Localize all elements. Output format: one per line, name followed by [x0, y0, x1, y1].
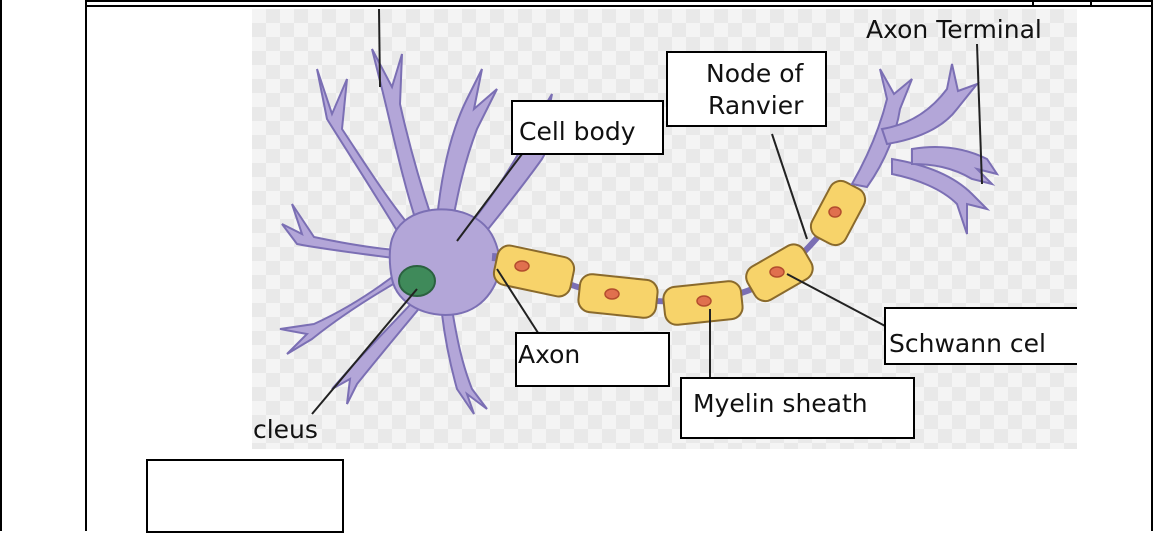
axon-terminal-label: Axon Terminal [866, 17, 1042, 42]
table-left-border [0, 0, 2, 531]
nucleus-shape [399, 266, 435, 296]
cell-body-label: Cell body [519, 119, 636, 144]
nucleus-label: ıcleus [252, 417, 318, 442]
answer-box[interactable] [146, 459, 344, 533]
myelin-segments [492, 177, 870, 326]
neuron-diagram: Axon Terminal Node of Ranvier Cell body … [252, 9, 1077, 449]
table-top-border [85, 0, 1153, 2]
table-cell-divider [1090, 0, 1092, 7]
schwann-cell-label: Schwann cel [889, 331, 1046, 356]
node-of-ranvier-label-line1: Node of [706, 61, 803, 86]
axon-terminals [852, 64, 997, 234]
axon-label: Axon [518, 342, 580, 367]
myelin-sheath-label: Myelin sheath [693, 391, 868, 416]
table-column-divider [85, 0, 87, 531]
node-of-ranvier-label-line2: Ranvier [708, 93, 803, 118]
cell-body-shape [390, 209, 500, 315]
table-top-border-inner [85, 5, 1153, 7]
table-cell-divider [1032, 0, 1034, 7]
